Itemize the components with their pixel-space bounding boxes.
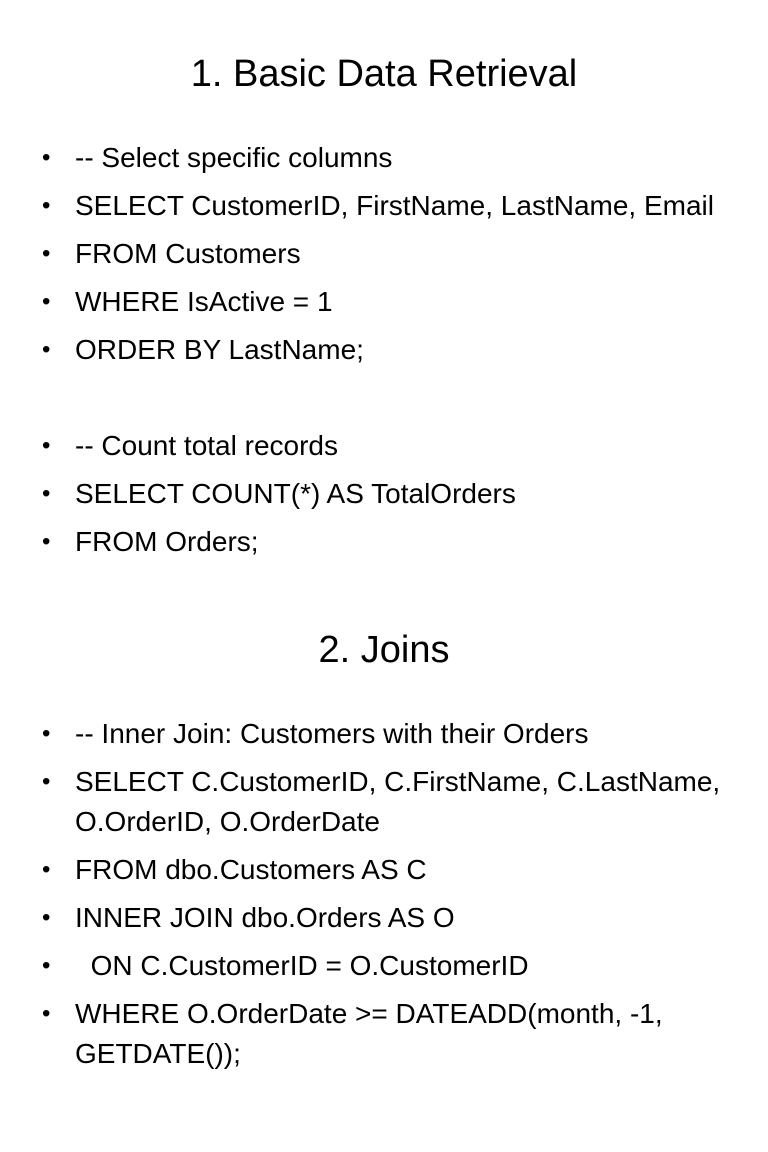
bullet-item: ON C.CustomerID = O.CustomerID	[42, 946, 732, 986]
slide-body: -- Inner Join: Customers with their Orde…	[42, 714, 732, 1152]
bullet-list: -- Inner Join: Customers with their Orde…	[42, 714, 732, 1074]
bullet-item: FROM Customers	[42, 234, 732, 274]
bullet-item: -- Select specific columns	[42, 138, 732, 178]
bullet-item: INNER JOIN dbo.Orders AS O	[42, 898, 732, 938]
bullet-item: WHERE O.OrderDate >= DATEADD(month, -1, …	[42, 994, 732, 1074]
bullet-item: FROM dbo.Customers AS C	[42, 850, 732, 890]
bullet-list: -- Select specific columns SELECT Custom…	[42, 138, 732, 562]
blank-line	[42, 378, 732, 418]
bullet-item: ORDER BY LastName;	[42, 330, 732, 370]
bullet-item: WHERE IsActive = 1	[42, 282, 732, 322]
bullet-item: SELECT CustomerID, FirstName, LastName, …	[42, 186, 732, 226]
slide-1: 1. Basic Data Retrieval -- Select specif…	[0, 0, 768, 576]
bullet-item: SELECT COUNT(*) AS TotalOrders	[42, 474, 732, 514]
bullet-item: -- Inner Join: Customers with their Orde…	[42, 714, 732, 754]
slide-2: 2. Joins -- Inner Join: Customers with t…	[0, 576, 768, 1152]
slide-title: 1. Basic Data Retrieval	[190, 53, 578, 95]
slide-body: -- Select specific columns SELECT Custom…	[42, 138, 732, 576]
bullet-item: FROM Orders;	[42, 522, 732, 562]
bullet-item: -- Count total records	[42, 426, 732, 466]
slide-title: 2. Joins	[318, 629, 450, 671]
bullet-item: SELECT C.CustomerID, C.FirstName, C.Last…	[42, 762, 732, 842]
